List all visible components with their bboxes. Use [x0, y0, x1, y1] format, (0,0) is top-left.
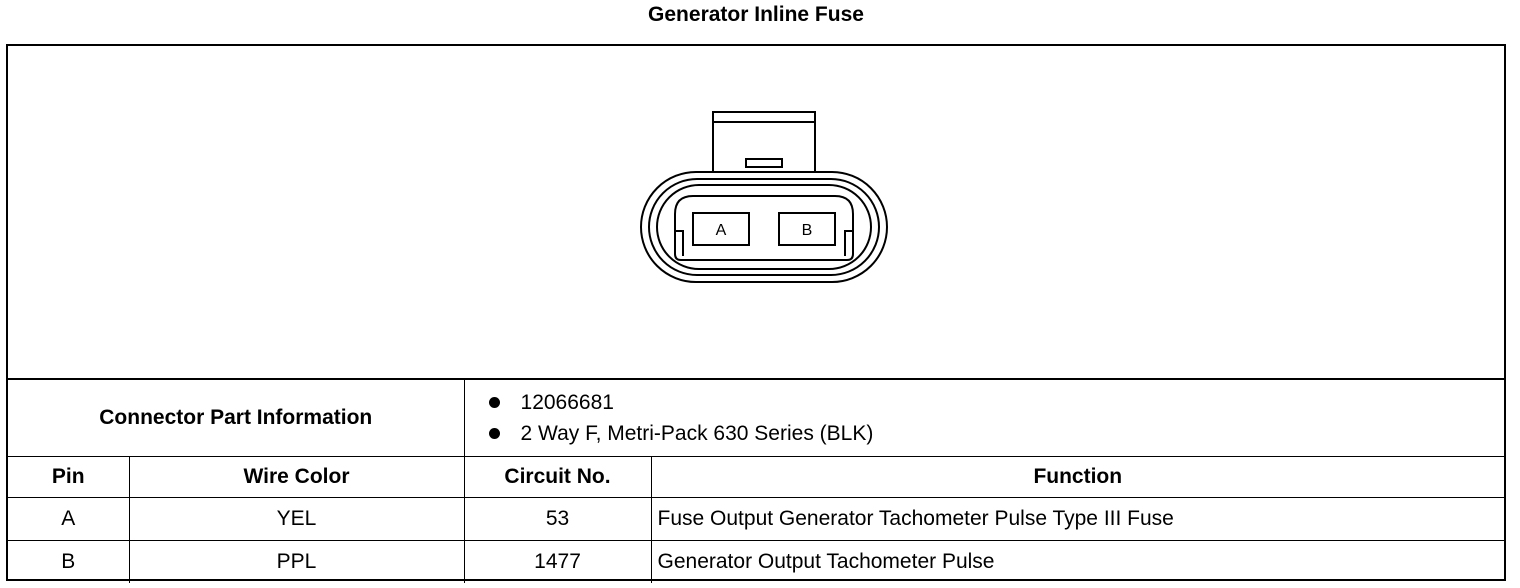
part-info-item: 2 Way F, Metri-Pack 630 Series (BLK)	[488, 418, 1505, 449]
column-header-function: Function	[650, 456, 1505, 498]
connector-face-diagram: A B	[640, 111, 888, 283]
bullet-icon	[488, 428, 500, 439]
column-header-circuit-no: Circuit No.	[463, 456, 652, 498]
table-row: B PPL 1477 Generator Output Tachometer P…	[8, 540, 1505, 583]
pin-cell: B	[8, 540, 130, 583]
connector-end-view-frame: A B Connector Part Information 12066681 …	[6, 44, 1506, 583]
pin-b-label: B	[802, 222, 813, 239]
circuit-cell: 53	[463, 497, 652, 541]
connector-diagram-area: A B	[8, 46, 1504, 380]
connector-part-info-values: 12066681 2 Way F, Metri-Pack 630 Series …	[463, 380, 1505, 457]
table-row: A YEL 53 Fuse Output Generator Tachomete…	[8, 497, 1505, 541]
wire-color-cell: PPL	[128, 540, 465, 583]
wire-color-cell: YEL	[128, 497, 465, 541]
part-info-item: 12066681	[488, 387, 1505, 418]
page-title: Generator Inline Fuse	[648, 3, 864, 26]
connector-housing-icon	[640, 171, 888, 283]
column-header-pin: Pin	[8, 456, 130, 498]
pinout-table: Connector Part Information 12066681 2 Wa…	[8, 380, 1505, 583]
pin-a-label: A	[716, 222, 727, 239]
circuit-cell: 1477	[463, 540, 652, 583]
connector-latch-icon	[712, 111, 816, 183]
connector-part-info-label: Connector Part Information	[8, 380, 465, 457]
pin-b-cavity: B	[778, 212, 836, 246]
bullet-icon	[488, 397, 500, 408]
function-cell: Fuse Output Generator Tachometer Pulse T…	[650, 497, 1505, 541]
function-cell: Generator Output Tachometer Pulse	[650, 540, 1505, 583]
column-header-wire-color: Wire Color	[128, 456, 465, 498]
table-header-row: Pin Wire Color Circuit No. Function	[8, 456, 1505, 498]
pin-a-cavity: A	[692, 212, 750, 246]
connector-part-info-row: Connector Part Information 12066681 2 Wa…	[8, 380, 1505, 457]
pin-cell: A	[8, 497, 130, 541]
